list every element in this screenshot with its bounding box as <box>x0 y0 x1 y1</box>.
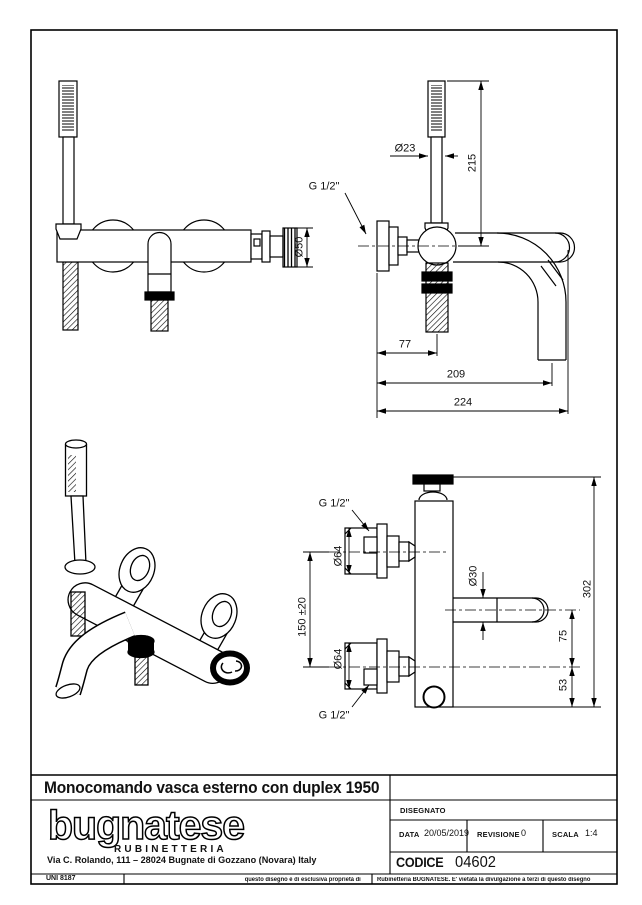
mixer-column-body <box>414 500 454 708</box>
side-view-top <box>358 80 576 361</box>
tub-spout-side <box>496 232 567 361</box>
dim-label-dia23: Ø23 <box>394 142 416 155</box>
company-logo: bugnatese <box>47 803 246 849</box>
dim-label-g12-top-view: G 1/2" <box>308 180 340 193</box>
field-revisione-label: REVISIONE <box>477 830 520 839</box>
dim-label-dia64-upper: Ø64 <box>332 545 345 567</box>
field-disegnato-label: DISEGNATO <box>400 806 446 815</box>
field-data-label: DATA <box>399 830 420 839</box>
field-scala-value: 1:4 <box>585 828 598 838</box>
dim-dia50 <box>286 227 313 268</box>
hand-shower-iso <box>64 439 96 575</box>
hand-shower-side <box>424 80 449 238</box>
footer-disclaimer-right: Rubinetteria BUGNATESE. E' vietata la di… <box>377 876 591 883</box>
field-data-value: 20/05/2019 <box>424 828 470 838</box>
dim-label-77: 77 <box>398 338 412 351</box>
company-address: Via C. Rolando, 111 – 28024 Bugnate di G… <box>47 855 317 866</box>
diverter-knob <box>412 474 454 501</box>
isometric-view <box>55 439 250 699</box>
handle-lever-bottom <box>453 597 549 623</box>
lever-knob-front <box>250 227 298 268</box>
dims-bottom-view <box>303 476 601 708</box>
handle-lever-side <box>453 232 576 263</box>
dim-label-224: 224 <box>453 396 473 409</box>
dim-label-dia30: Ø30 <box>467 565 480 587</box>
field-codice-label: CODICE <box>396 854 444 870</box>
dim-label-209: 209 <box>446 368 466 381</box>
dim-label-g12-lower: G 1/2" <box>318 709 350 722</box>
front-view-bottom <box>329 474 580 709</box>
logo-tagline: RUBINETTERIA <box>114 844 227 855</box>
hand-shower-front <box>55 80 82 240</box>
dim-label-302: 302 <box>581 579 594 599</box>
footer-standard: UNI 8187 <box>46 875 76 882</box>
front-view-top <box>55 80 298 332</box>
dim-label-53: 53 <box>557 678 570 692</box>
dim-label-dia64-lower: Ø64 <box>332 648 345 670</box>
diverter-cartridge-front <box>144 231 175 332</box>
dims-top-view <box>344 80 569 418</box>
title-block-grid <box>31 774 617 884</box>
dim-label-dia50: Ø50 <box>293 236 306 258</box>
shower-hose-side <box>421 262 453 333</box>
dim-label-75: 75 <box>557 629 570 643</box>
dim-label-150: 150 ±20 <box>296 597 309 637</box>
sheet-frame <box>30 29 618 885</box>
shower-hose-left <box>62 261 79 331</box>
field-codice-value: 04602 <box>455 854 496 871</box>
dim-label-215: 215 <box>466 153 479 173</box>
tub-spout-iso <box>55 611 136 699</box>
dim-label-g12-upper: G 1/2" <box>318 497 350 510</box>
lever-knob-iso <box>210 650 250 686</box>
field-scala-label: SCALA <box>552 830 579 839</box>
drawing-title: Monocomando vasca esterno con duplex 195… <box>44 779 380 797</box>
logo-wordmark: bugnatese <box>48 803 244 848</box>
drain-port <box>422 685 446 709</box>
inlet-lower <box>344 638 416 694</box>
shower-hose-iso <box>70 591 86 637</box>
field-revisione-value: 0 <box>521 828 527 838</box>
inlet-upper <box>344 523 416 579</box>
footer-disclaimer-left: questo disegno è di esclusiva proprietà … <box>244 876 361 883</box>
diverter-cartridge-iso <box>127 634 155 686</box>
